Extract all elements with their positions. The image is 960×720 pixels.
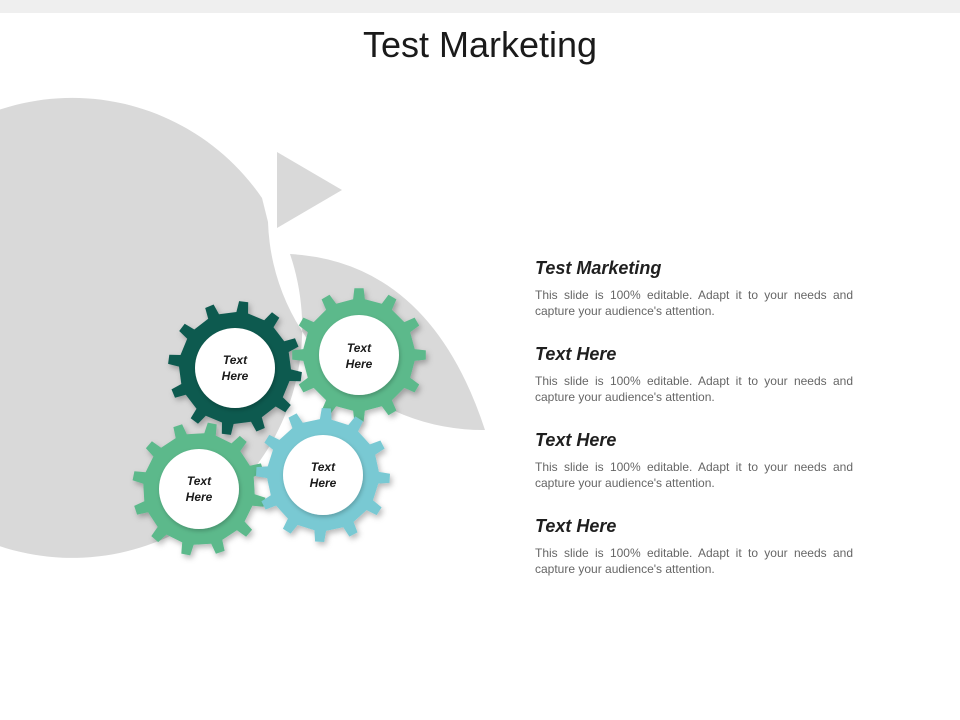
info-block-2: Text Here This slide is 100% editable. A…	[535, 343, 853, 405]
gear-cycle-diagram: Text Here Text Here Text Here Text Here	[0, 97, 485, 558]
info-block-4-heading: Text Here	[535, 516, 617, 536]
gear-4-label-line2: Here	[310, 476, 337, 490]
info-block-1-body: This slide is 100% editable. Adapt it to…	[535, 288, 853, 318]
info-block-2-body: This slide is 100% editable. Adapt it to…	[535, 374, 853, 404]
gear-1: Text Here	[168, 301, 302, 435]
gear-4: Text Here	[256, 408, 390, 542]
gear-2: Text Here	[292, 288, 426, 422]
info-block-4-body: This slide is 100% editable. Adapt it to…	[535, 546, 853, 576]
top-band	[0, 0, 960, 13]
gear-2-label-line2: Here	[346, 357, 373, 371]
gear-3-label-line2: Here	[186, 490, 213, 504]
info-block-3-heading: Text Here	[535, 430, 617, 450]
slide-title: Test Marketing	[362, 24, 598, 65]
info-block-4: Text Here This slide is 100% editable. A…	[535, 515, 853, 577]
gear-2-label-line1: Text	[347, 341, 372, 355]
gear-3-hub	[159, 449, 239, 529]
cycle-arrow-head	[277, 152, 342, 228]
gear-1-hub	[195, 328, 275, 408]
gear-1-label-line2: Here	[222, 369, 249, 383]
gear-2-hub	[319, 315, 399, 395]
info-block-3-body: This slide is 100% editable. Adapt it to…	[535, 460, 853, 490]
info-block-3: Text Here This slide is 100% editable. A…	[535, 429, 853, 491]
info-block-1-heading: Test Marketing	[535, 258, 662, 278]
gear-4-hub	[283, 435, 363, 515]
gear-4-label-line1: Text	[311, 460, 336, 474]
info-block-1: Test Marketing This slide is 100% editab…	[535, 257, 853, 319]
info-block-2-heading: Text Here	[535, 344, 617, 364]
gear-1-label-line1: Text	[223, 353, 248, 367]
gear-3: Text Here	[132, 422, 266, 556]
gear-3-label-line1: Text	[187, 474, 212, 488]
